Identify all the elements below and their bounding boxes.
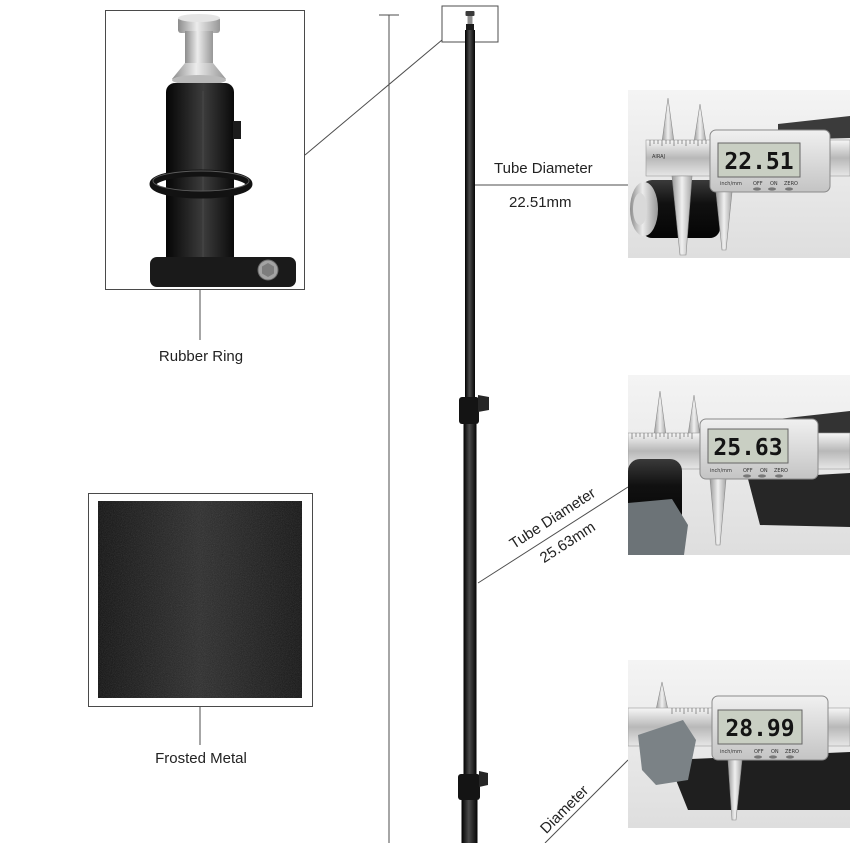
spigot-black-tube [166,83,234,273]
pole-clamp-lower [458,774,480,800]
caliper-button [785,187,793,191]
caliper-unit-label: inch/mm [720,181,742,187]
caliper-button [775,474,783,478]
caliper-button [753,187,761,191]
caliper-lower-jaw [715,191,733,251]
pole-top-cap [466,24,474,32]
caliper-image-3: 28.99 inch/mm OFF ON ZERO [628,660,850,828]
spigot-image [149,14,296,287]
caliper-button [754,755,762,759]
caliper-lower-jaw [727,759,743,821]
middle-tube-leader-line [477,486,629,584]
caliper-on-label: ON [770,181,778,187]
caliper-zero-label: ZERO [785,749,799,755]
caliper-brand: AIRAJ [652,154,665,160]
frosted-metal-label: Frosted Metal [155,750,247,767]
caliper-photo-top-tube: AIRAJ 22.51 inch/mm OFF ON ZERO [628,90,850,258]
pole-middle-section [463,424,477,775]
stand-housing-gray [628,499,688,555]
caliper-lower-jaw [709,478,727,546]
pole-top-screw [465,11,475,16]
caliper-button [768,187,776,191]
pole-top-spigot [467,16,473,24]
caliper-zero-label: ZERO [774,468,788,474]
pole-bottom-section [461,800,478,843]
spigot-notch [233,121,241,139]
top-detail-leader-line [304,39,443,156]
caliper-button [758,474,766,478]
spigot-cap-top [178,14,220,22]
rubber-ring [149,169,253,199]
bottom-tube-leader-line [544,759,629,843]
stand-mechanism [668,752,850,810]
frosted-metal-detail-box [88,493,313,707]
stand-knob-gray [638,720,696,785]
pole-clamp-upper-knob [478,395,489,412]
light-stand-pole [458,11,489,843]
caliper-scale-ticks [649,140,707,146]
caliper-scale-ticks [671,708,709,714]
spigot-flare-rim [172,75,226,85]
frosted-metal-swatch [98,501,302,698]
tube-end-face [633,193,647,225]
top-tube-diameter-label: Tube Diameter [494,160,593,177]
rubber-ring-highlight [152,170,250,192]
caliper-on-label: ON [760,468,768,474]
caliper-on-label: ON [771,749,779,755]
rubber-ring-detail-box [105,10,305,290]
caliper-image-1: AIRAJ 22.51 inch/mm OFF ON ZERO [628,90,850,258]
pole-clamp-lower-knob [479,771,488,787]
caliper-zero-label: ZERO [784,181,798,187]
caliper-image-2: 25.63 inch/mm OFF ON ZERO [628,375,850,555]
caliper-photo-bottom-tube: 28.99 inch/mm OFF ON ZERO [628,660,850,828]
caliper-off-label: OFF [753,181,763,187]
spigot-neck [185,31,213,65]
pole-top-section [465,30,475,400]
caliper-button [786,755,794,759]
caliper-lower-jaw [671,175,693,256]
pole-clamp-upper [459,397,479,424]
caliper-reading: 28.99 [725,716,794,742]
caliper-unit-label: inch/mm [720,749,742,755]
caliper-button [743,474,751,478]
caliper-scale-ticks [631,433,693,439]
caliper-off-label: OFF [743,468,753,474]
frosted-metal-texture [98,501,302,698]
caliper-reading: 22.51 [724,149,793,175]
spigot-flare [172,63,226,79]
caliper-unit-label: inch/mm [710,468,732,474]
clamp-bolt-head [262,263,274,277]
caliper-lcd [717,709,803,745]
caliper-lcd [707,428,789,464]
top-tube-diameter-value: 22.51mm [509,194,572,211]
stand-mechanism [748,473,850,527]
caliper-off-label: OFF [754,749,764,755]
rubber-ring-label: Rubber Ring [158,348,244,365]
caliper-reading: 25.63 [713,435,782,461]
caliper-lcd [717,142,801,178]
caliper-photo-middle-tube: 25.63 inch/mm OFF ON ZERO [628,375,850,555]
caliper-button [769,755,777,759]
